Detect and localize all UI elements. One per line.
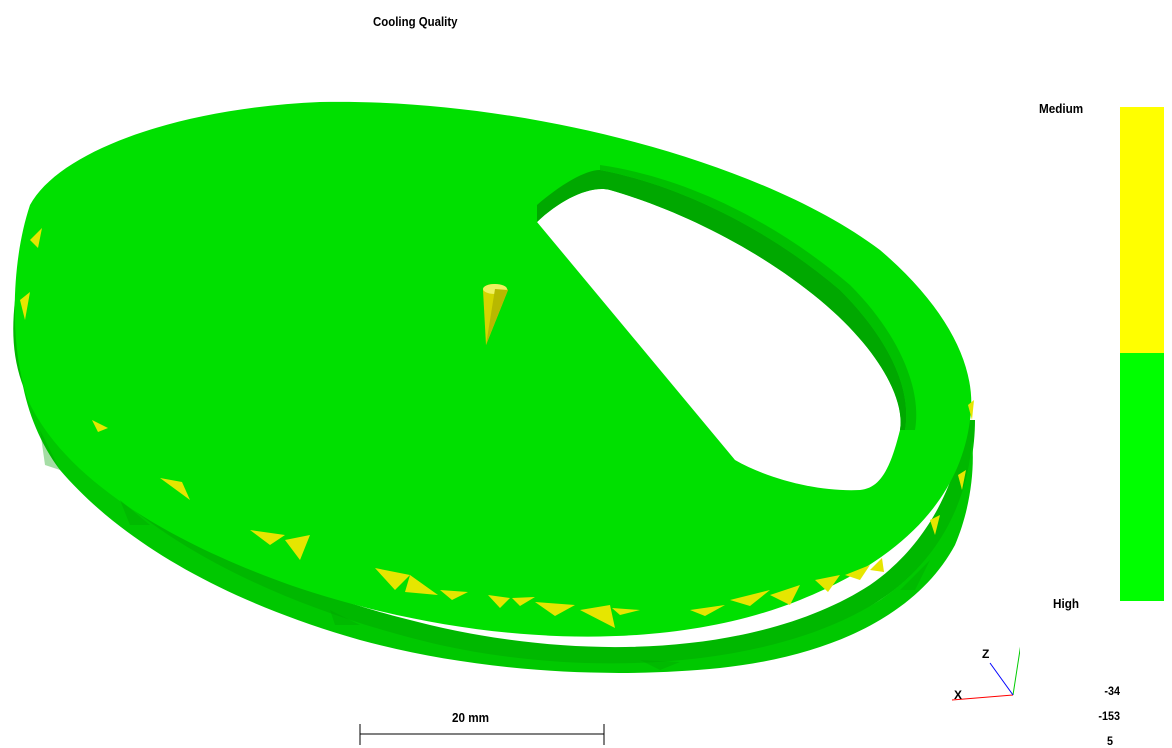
legend-bottom-label: High xyxy=(1053,596,1080,611)
cutout-rim-shading xyxy=(600,165,917,430)
3d-viewport[interactable] xyxy=(0,0,1010,747)
legend-medium-swatch xyxy=(1120,107,1164,353)
x-axis-line xyxy=(951,694,1014,701)
edge-facets xyxy=(40,430,930,670)
z-axis-line xyxy=(989,662,1014,696)
color-legend-bar xyxy=(1120,107,1164,601)
disc-side-wall xyxy=(13,300,976,671)
plot-title: Cooling Quality xyxy=(373,14,458,29)
cutout-inner-wall xyxy=(537,170,907,430)
scale-bar-line xyxy=(359,724,605,745)
scale-bar: 20 mm xyxy=(358,710,606,746)
axis-triad: X Y Z xyxy=(951,646,1020,702)
cone-feature xyxy=(483,284,508,345)
scale-bar-label: 20 mm xyxy=(452,710,490,725)
coordinate-y-readout: -153 xyxy=(1098,709,1120,723)
legend-high-swatch xyxy=(1120,353,1164,601)
y-axis-line xyxy=(1012,646,1020,696)
z-axis-label: Z xyxy=(982,647,989,661)
coordinate-z-readout: 5 xyxy=(1106,734,1113,748)
legend-top-label: Medium xyxy=(1039,101,1084,116)
cutout-hole xyxy=(537,189,901,491)
x-axis-label: X xyxy=(954,688,962,702)
coordinate-x-readout: -34 xyxy=(1104,684,1120,698)
medium-quality-patches xyxy=(20,228,974,628)
disc-bottom-rim xyxy=(17,330,973,673)
